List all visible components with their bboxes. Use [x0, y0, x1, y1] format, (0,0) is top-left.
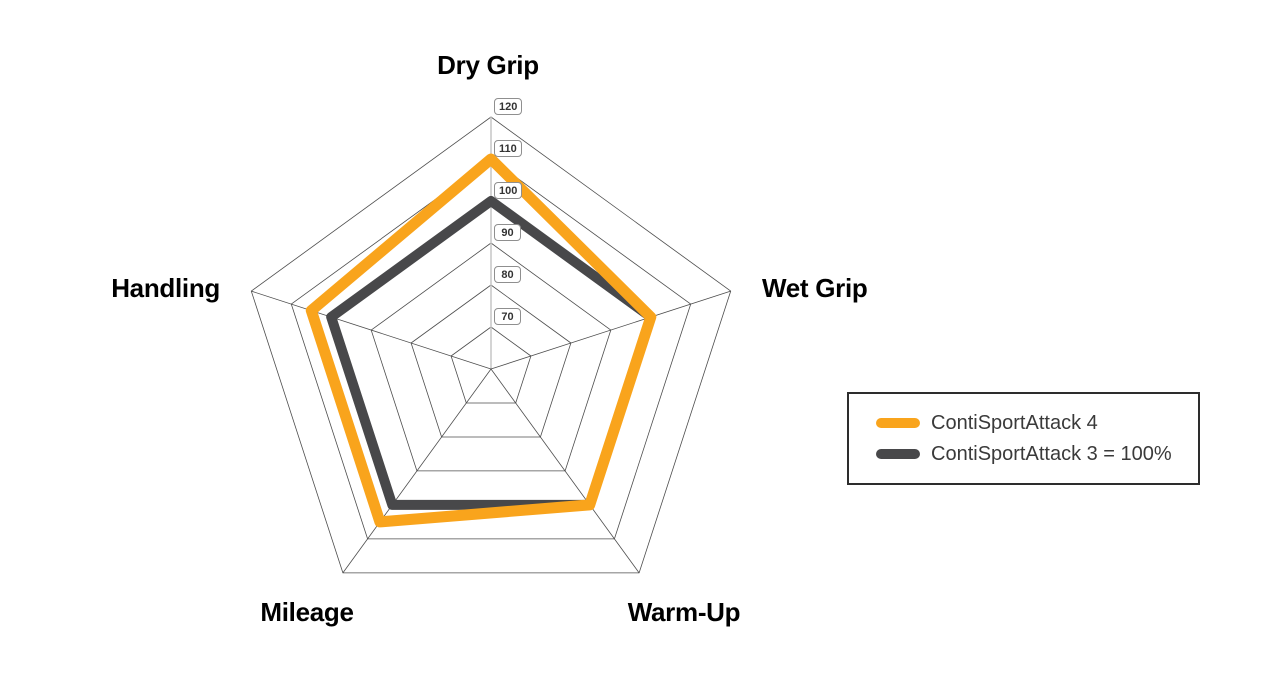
legend-label: ContiSportAttack 3 = 100%: [931, 443, 1172, 465]
tick-label-90: 90: [494, 224, 521, 241]
legend: ContiSportAttack 4 ContiSportAttack 3 = …: [847, 392, 1200, 485]
tick-label-80: 80: [494, 266, 521, 283]
grid-ring: [290, 158, 692, 540]
legend-item: ContiSportAttack 3 = 100%: [876, 443, 1198, 465]
tick-label-70: 70: [494, 308, 521, 325]
axis-spoke: [251, 290, 492, 370]
series-polygon-contisportattack-4: [305, 153, 657, 528]
legend-item: ContiSportAttack 4: [876, 412, 1198, 434]
axis-label-handling: Handling: [111, 273, 220, 303]
grid-ring: [410, 284, 572, 438]
legend-swatch-contisportattack-3: [876, 449, 920, 459]
axis-spoke: [490, 290, 731, 370]
grid-ring: [370, 242, 612, 472]
legend-swatch-contisportattack-4: [876, 418, 920, 428]
grid-ring: [250, 116, 732, 574]
axis-label-warm-up: Warm-Up: [627, 597, 741, 627]
grid-ring: [450, 326, 532, 404]
tick-label-110: 110: [494, 140, 522, 157]
axis-spoke: [490, 368, 640, 574]
tick-label-100: 100: [494, 182, 523, 199]
tick-label-120: 120: [494, 98, 523, 115]
axis-label-mileage: Mileage: [260, 597, 354, 627]
axis-spoke: [342, 368, 492, 574]
axis-label-dry-grip: Dry Grip: [437, 50, 539, 80]
axis-label-wet-grip: Wet Grip: [762, 273, 868, 303]
legend-label: ContiSportAttack 4: [931, 412, 1098, 434]
